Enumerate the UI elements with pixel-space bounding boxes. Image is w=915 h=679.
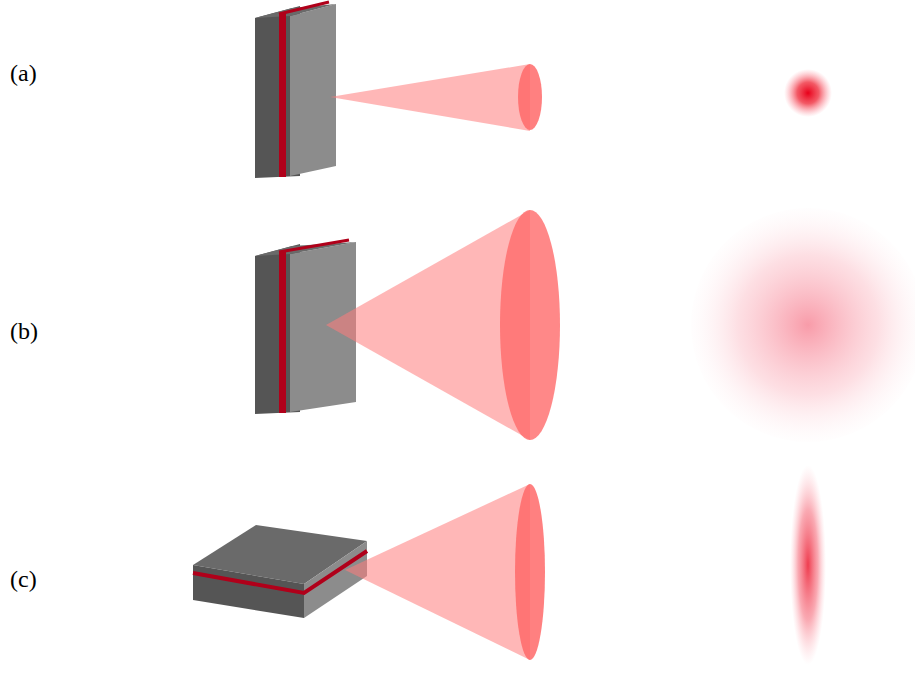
chip-face [304,541,367,618]
far-field-spot [790,465,826,665]
cone-body [326,210,530,440]
active-stripe [193,551,367,593]
active-stripe [279,240,349,252]
beam-cone [330,64,542,131]
cone-body [330,64,530,131]
panel-label: (b) [10,319,38,343]
beam-cone [345,484,545,660]
active-stripe [279,12,286,177]
chip-face [290,4,336,176]
panel-label: (a) [10,61,37,85]
cone-body [345,484,530,660]
panel-label: (c) [10,567,37,591]
laser-chip [255,2,336,178]
chip-top [255,242,356,256]
cone-end [515,484,545,660]
far-field-spot [784,69,832,117]
cone-end [500,210,560,440]
active-stripe [279,2,329,14]
active-stripe [279,250,286,413]
beam-cone [326,210,560,440]
cone-end [518,64,542,130]
far-field-spot [691,208,915,442]
laser-chip [193,525,367,618]
